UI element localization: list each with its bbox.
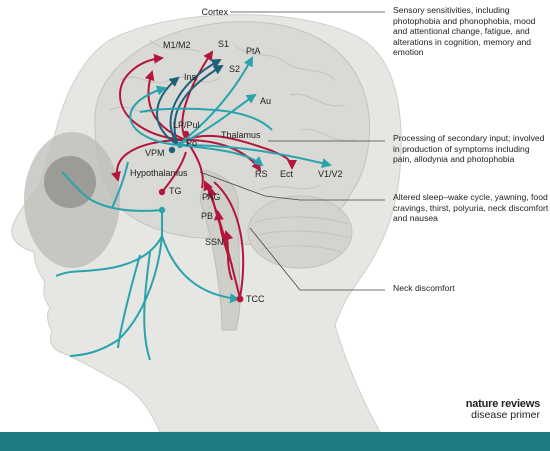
tcc-node <box>237 296 244 303</box>
tcc-label: TCC <box>246 294 265 304</box>
eye <box>44 156 96 208</box>
ssn-label: SSN <box>205 237 224 247</box>
secondary-note: Processing of secondary input; involved … <box>393 133 550 165</box>
s2-label: S2 <box>229 64 240 74</box>
neck-note: Neck discomfort <box>393 283 550 294</box>
s1-label: S1 <box>218 39 229 49</box>
po-label: Po <box>186 138 197 148</box>
hypothalamus-label: Hypothalamus <box>130 168 188 178</box>
pag-label: PAG <box>202 192 220 202</box>
m1m2-label: M1/M2 <box>163 40 191 50</box>
rs-label: RS <box>255 169 268 179</box>
lp-pul-node <box>183 131 189 137</box>
sensory-note: Sensory sensitivities, including photoph… <box>393 5 550 58</box>
ins-label: Ins <box>184 72 197 82</box>
po-node <box>177 142 183 148</box>
tg-node <box>159 189 165 195</box>
cerebellum <box>248 196 352 268</box>
footer-bar <box>0 432 550 451</box>
brand-line2: disease primer <box>466 410 540 421</box>
thalamus-label: Thalamus <box>221 130 261 140</box>
au-label: Au <box>260 96 271 106</box>
journal-brand: nature reviews disease primer <box>466 399 540 421</box>
pta-label: PtA <box>246 46 261 56</box>
vpm-node <box>169 147 175 153</box>
cortex-label: Cortex <box>201 7 228 17</box>
lppul-label: LP/Pul <box>173 120 200 130</box>
v1v2-label: V1/V2 <box>318 169 343 179</box>
ect-label: Ect <box>280 169 294 179</box>
vpm-label: VPM <box>145 148 165 158</box>
pb-label: PB <box>201 211 213 221</box>
trigeminal-node <box>159 207 165 213</box>
tg-label: TG <box>169 186 182 196</box>
sleep-note: Altered sleep–wake cycle, yawning, food … <box>393 192 550 224</box>
